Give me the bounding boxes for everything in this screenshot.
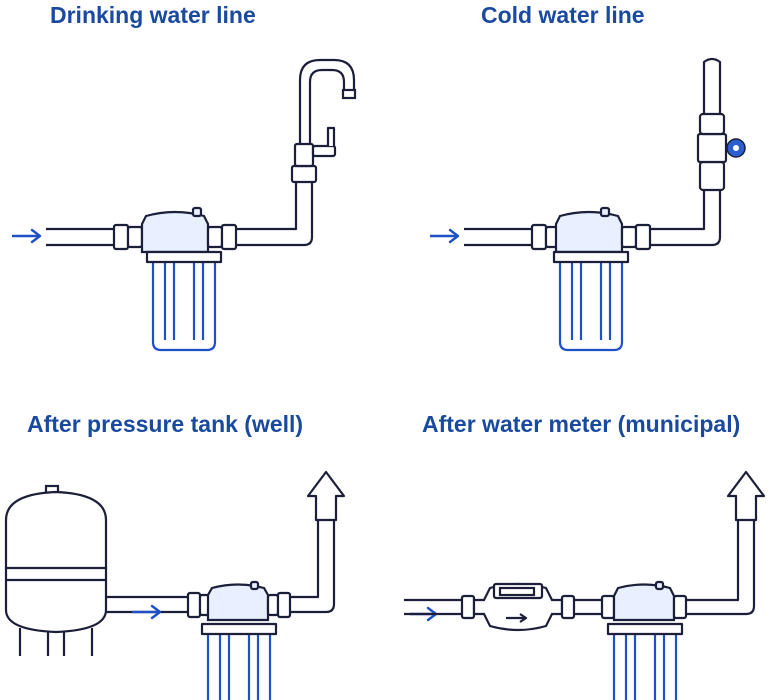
pressure-tank-icon <box>4 484 108 656</box>
outflow-arrow-icon <box>306 470 346 522</box>
flow-arrow-icon <box>12 228 42 244</box>
panel-pressure-tank <box>4 470 346 700</box>
water-filter-icon <box>552 206 630 352</box>
panel-title-pressure-tank: After pressure tank (well) <box>27 411 304 437</box>
panel-drinking <box>12 58 357 352</box>
panel-title-drinking: Drinking water line <box>50 2 256 28</box>
outflow-arrow-icon <box>726 470 766 522</box>
panel-water-meter <box>404 470 766 700</box>
valve-handle-icon <box>726 138 746 158</box>
panel-title-water-meter: After water meter (municipal) <box>422 411 741 437</box>
inlet-fitting <box>112 223 130 251</box>
panel-cold <box>430 57 746 352</box>
flow-arrow-icon <box>132 604 162 620</box>
panel-title-cold: Cold water line <box>481 2 645 28</box>
faucet-icon <box>290 58 357 184</box>
water-filter-icon <box>200 580 278 700</box>
water-filter-icon <box>606 580 684 700</box>
flow-arrow-icon <box>430 228 460 244</box>
water-meter-icon <box>472 582 564 632</box>
